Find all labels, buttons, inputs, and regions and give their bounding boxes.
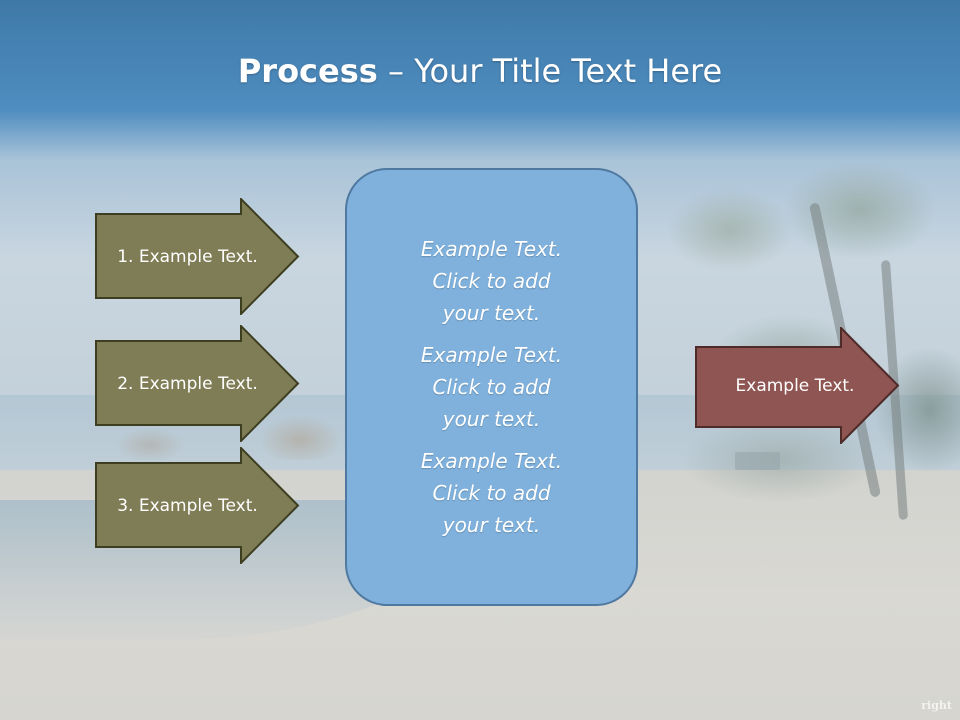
output-arrow[interactable]: Example Text. — [695, 327, 900, 444]
center-text-box[interactable]: Example Text. Click to add your text. Ex… — [345, 168, 638, 606]
title-rest: – Your Title Text Here — [377, 52, 723, 90]
arrow-shape — [95, 198, 300, 315]
arrow-label: Example Text. — [735, 375, 855, 396]
arrow-polygon — [95, 447, 300, 564]
arrow-shape — [95, 447, 300, 564]
block-line: Example Text. — [420, 343, 563, 367]
center-text-block-3: Example Text. Click to add your text. — [421, 445, 562, 541]
block-line: Click to add — [432, 481, 551, 505]
center-text-block-2: Example Text. Click to add your text. — [421, 339, 562, 435]
palm-trees — [640, 140, 960, 520]
block-line: your text. — [442, 301, 541, 325]
arrow-label: 3. Example Text. — [117, 495, 258, 516]
process-arrow-3[interactable]: 3. Example Text. — [95, 447, 300, 564]
block-line: Click to add — [432, 375, 551, 399]
watermark: right — [921, 699, 952, 712]
arrow-label: 2. Example Text. — [117, 373, 258, 394]
process-arrow-2[interactable]: 2. Example Text. — [95, 325, 300, 442]
block-line: your text. — [442, 513, 541, 537]
beach-hut — [735, 452, 780, 470]
arrow-shape — [95, 325, 300, 442]
center-text-block-1: Example Text. Click to add your text. — [421, 233, 562, 329]
process-arrow-1[interactable]: 1. Example Text. — [95, 198, 300, 315]
block-line: your text. — [442, 407, 541, 431]
arrow-polygon — [95, 325, 300, 442]
arrow-shape — [695, 327, 900, 444]
block-line: Example Text. — [420, 449, 563, 473]
arrow-polygon — [95, 198, 300, 315]
title-bold: Process — [237, 52, 378, 90]
arrow-polygon — [695, 327, 900, 444]
block-line: Click to add — [432, 269, 551, 293]
block-line: Example Text. — [420, 237, 563, 261]
slide-title[interactable]: Process – Your Title Text Here — [0, 52, 960, 90]
arrow-label: 1. Example Text. — [117, 246, 258, 267]
